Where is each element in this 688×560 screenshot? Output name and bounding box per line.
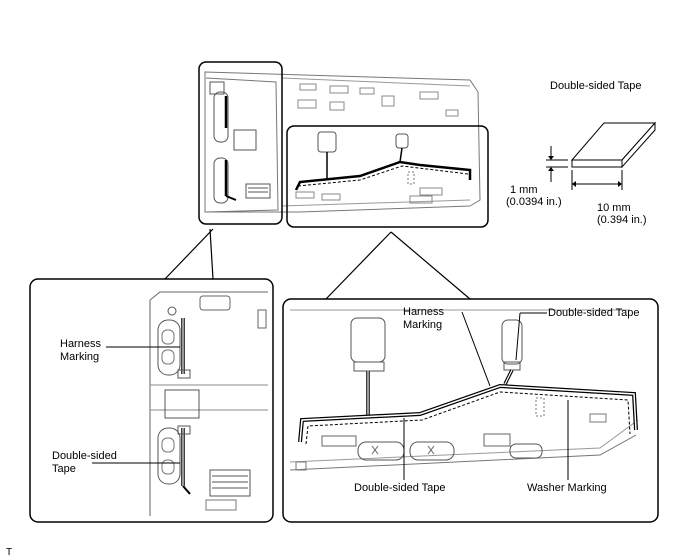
right-callout-box: [286, 125, 489, 228]
left-harness-label-2: Marking: [60, 351, 100, 363]
width-in-label: (0.394 in.): [597, 214, 647, 226]
tape-title: Double-sided Tape: [550, 80, 642, 92]
washer-marking-label: Washer Marking: [527, 482, 607, 494]
right-tape-bottom-label: Double-sided Tape: [354, 482, 446, 494]
callout-leaders: [164, 228, 471, 300]
thickness-in-label: (0.0394 in.): [506, 196, 562, 208]
corner-mark: T: [6, 547, 13, 558]
left-tape-label-2: Tape: [52, 463, 76, 475]
right-harness-label-1: Harness: [403, 306, 444, 318]
right-harness-label-2: Marking: [403, 319, 443, 331]
tape-illustration: [546, 121, 657, 190]
thickness-mm-label: 1 mm: [510, 184, 538, 196]
left-callout-box: [198, 61, 283, 225]
left-detail-panel: [29, 278, 274, 523]
right-detail-panel: [282, 298, 659, 523]
left-harness-label-1: Harness: [60, 338, 101, 350]
width-mm-label: 10 mm: [597, 202, 631, 214]
left-tape-label-1: Double-sided: [52, 450, 117, 462]
right-tape-top-label: Double-sided Tape: [548, 307, 640, 319]
